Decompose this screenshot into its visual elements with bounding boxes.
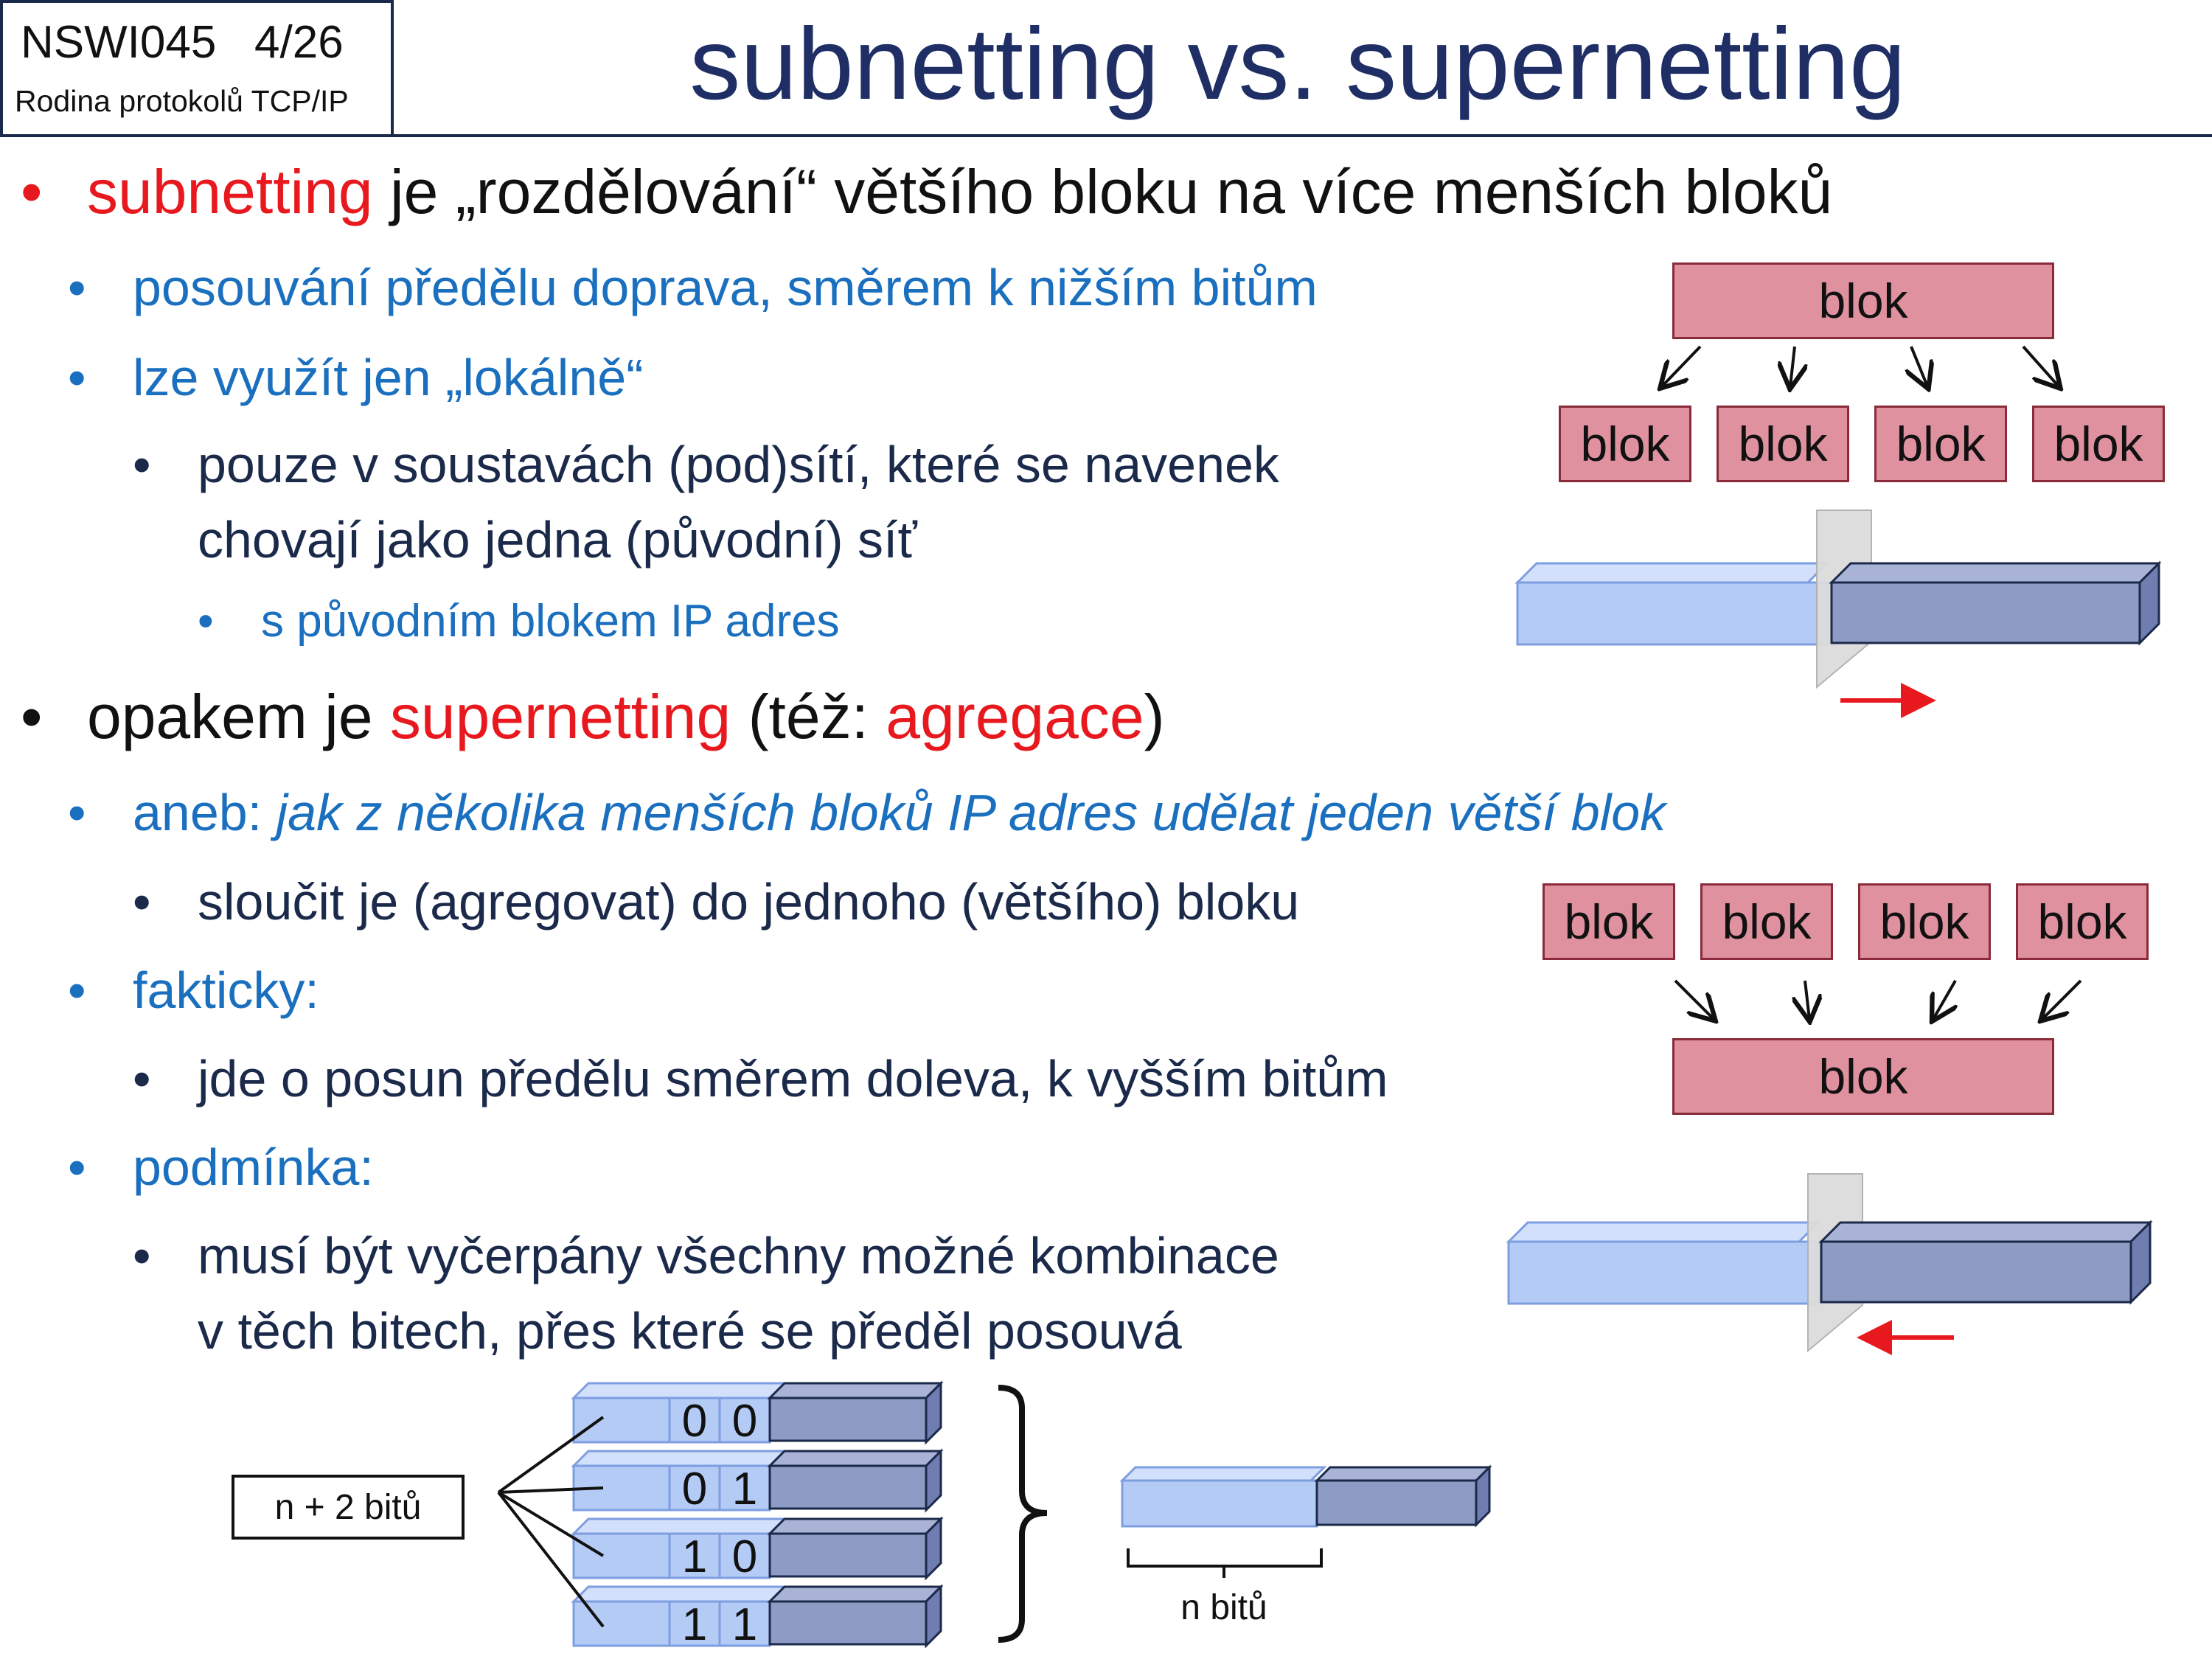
bullet-systems-line1: pouze v soustavách (pod)sítí, které se n… bbox=[198, 436, 1279, 493]
arrow-icon bbox=[2042, 979, 2082, 1019]
fan-lines bbox=[497, 1416, 605, 1628]
curly-brace bbox=[998, 1385, 1048, 1643]
bit-digit: 1 bbox=[732, 1464, 757, 1514]
bullet-condition-line1: musí být vyčerpány všechny možné kombina… bbox=[198, 1227, 1279, 1284]
bullet-podminka: podmínka: bbox=[133, 1138, 374, 1196]
bullet-local: lze využít jen „lokálně“ bbox=[133, 349, 644, 406]
prefix-bar-supernet bbox=[1506, 1173, 2153, 1353]
course-code: NSWI045 4/26 bbox=[21, 17, 344, 68]
bullet-icon: • bbox=[21, 157, 43, 226]
merge-arrows bbox=[1674, 979, 2082, 1019]
bullet-icon: • bbox=[133, 873, 151, 931]
bullet-icon: • bbox=[21, 682, 43, 751]
small-block: blok bbox=[1874, 406, 2007, 482]
slide-number: 4/26 bbox=[254, 17, 344, 68]
split-arrows bbox=[1662, 345, 2059, 386]
bit-digit: 0 bbox=[682, 1464, 707, 1514]
bullet-icon: • bbox=[198, 596, 214, 647]
prefix-bar-result bbox=[1119, 1464, 1492, 1528]
small-block: blok bbox=[1559, 406, 1691, 482]
n-bits-bracket bbox=[1127, 1548, 1323, 1568]
bullet-subnetting: subnetting je „rozdělování“ většího blok… bbox=[87, 157, 1833, 226]
bullet-condition-line2: v těch bitech, přes které se předěl poso… bbox=[198, 1302, 1182, 1360]
bit-digit: 1 bbox=[682, 1531, 707, 1582]
arrow-icon bbox=[1674, 979, 1714, 1019]
arrow-icon bbox=[1790, 346, 1795, 386]
n-plus-2-label: n + 2 bitů bbox=[275, 1488, 422, 1527]
small-block: blok bbox=[1543, 883, 1675, 960]
bullet-systems-line2: chovají jako jedna (původní) síť bbox=[198, 511, 917, 568]
small-block: blok bbox=[1858, 883, 1991, 960]
bullet-icon: • bbox=[68, 259, 86, 316]
bullet-icon: • bbox=[68, 784, 86, 841]
bit-digit: 0 bbox=[732, 1396, 757, 1447]
n-plus-2-box bbox=[232, 1475, 465, 1540]
arrow-icon bbox=[1805, 980, 1809, 1019]
arrow-icon bbox=[1662, 345, 1702, 386]
bit-digit: 1 bbox=[682, 1599, 707, 1650]
small-block: blok bbox=[2032, 406, 2165, 482]
bullet-aneb: aneb: jak z několika menších bloků IP ad… bbox=[133, 784, 1666, 841]
small-block: blok bbox=[1717, 406, 1849, 482]
bullet-icon: • bbox=[68, 961, 86, 1019]
arrow-icon bbox=[1911, 346, 1927, 386]
bullet-supernetting: opakem je supernetting (též: agregace) bbox=[87, 682, 1165, 751]
bullet-aggregate: sloučit je (agregovat) do jednoho (větší… bbox=[198, 873, 1300, 931]
bit-digit: 0 bbox=[682, 1396, 707, 1447]
large-block: blok bbox=[1672, 262, 2054, 339]
header-divider bbox=[394, 134, 2212, 137]
prefix-bar-subnet bbox=[1514, 509, 2162, 689]
bullet-icon: • bbox=[68, 349, 86, 406]
arrow-icon bbox=[2022, 345, 2059, 386]
large-block: blok bbox=[1672, 1038, 2054, 1115]
bullet-shift-right: posouvání předělu doprava, směrem k nižš… bbox=[133, 259, 1318, 316]
bit-digit: 1 bbox=[732, 1599, 757, 1650]
bullet-shift-left: jde o posun předělu směrem doleva, k vyš… bbox=[198, 1050, 1388, 1107]
course-name: Rodina protokolů TCP/IP bbox=[15, 84, 349, 118]
bullet-icon: • bbox=[133, 1227, 151, 1284]
n-bits-label: n bitů bbox=[1180, 1588, 1267, 1627]
arrow-icon bbox=[1933, 980, 1955, 1019]
bit-digit: 0 bbox=[732, 1531, 757, 1582]
small-block: blok bbox=[1700, 883, 1833, 960]
bullet-icon: • bbox=[133, 436, 151, 493]
header-box bbox=[0, 0, 394, 137]
bullet-icon: • bbox=[133, 1050, 151, 1107]
small-block: blok bbox=[2016, 883, 2149, 960]
bullet-original-block: s původním blokem IP adres bbox=[261, 596, 840, 647]
bullet-icon: • bbox=[68, 1138, 86, 1196]
slide-title: subnetting vs. supernetting bbox=[689, 7, 1906, 121]
bullet-fakticky: fakticky: bbox=[133, 961, 319, 1019]
